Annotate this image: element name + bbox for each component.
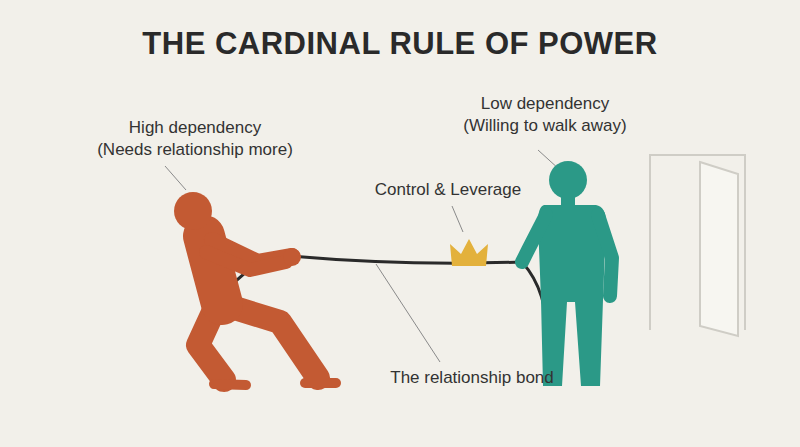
pulling-figure bbox=[198, 236, 336, 385]
rope bbox=[290, 256, 522, 263]
figure-head bbox=[549, 161, 587, 199]
door-panel bbox=[700, 162, 738, 336]
figure-head bbox=[174, 192, 212, 230]
figure-arm bbox=[522, 215, 546, 262]
figure-hand bbox=[283, 248, 301, 266]
figure-arm bbox=[206, 252, 286, 270]
callout-note: (Willing to walk away) bbox=[463, 116, 626, 136]
callout-label: The relationship bond bbox=[390, 368, 554, 388]
leader-line bbox=[376, 264, 440, 362]
figure-arm bbox=[598, 215, 612, 296]
callout-heading: Low dependency bbox=[481, 94, 610, 114]
diagram-title: THE CARDINAL RULE OF POWER bbox=[142, 26, 657, 62]
crown-symbol bbox=[450, 239, 488, 266]
callout-label: Control & Leverage bbox=[375, 180, 521, 200]
figure-foot bbox=[214, 384, 246, 385]
figure-foot bbox=[305, 378, 336, 388]
callout-note: (Needs relationship more) bbox=[97, 140, 293, 160]
leader-line bbox=[452, 206, 463, 232]
leader-line bbox=[165, 166, 186, 190]
callout-heading: High dependency bbox=[129, 118, 261, 138]
